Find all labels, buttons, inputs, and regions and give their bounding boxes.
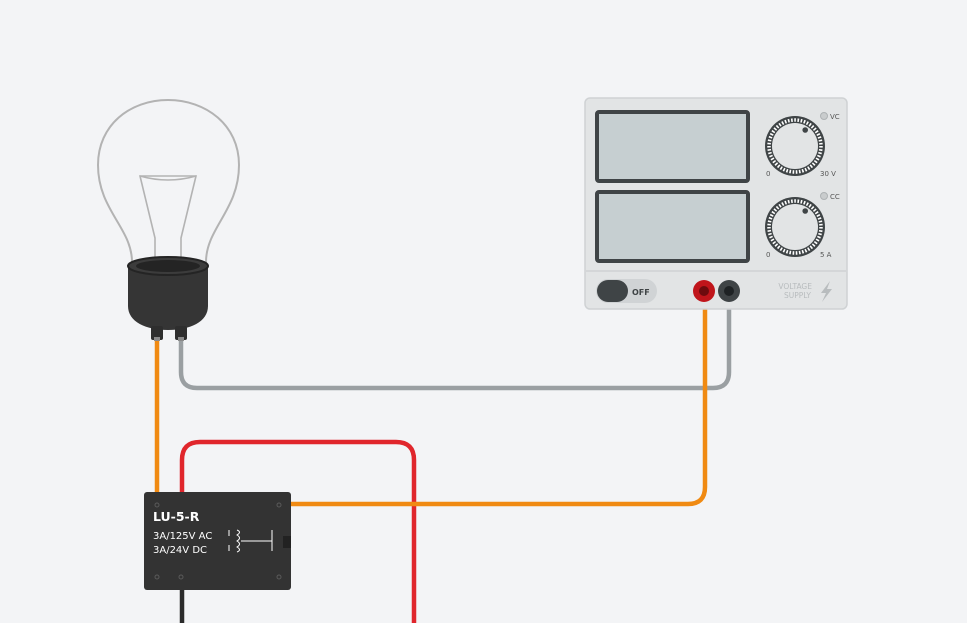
wire-orange-relay-supply[interactable] xyxy=(284,292,708,507)
cc-indicator-led xyxy=(820,192,828,200)
relay-rating-dc: 3A/24V DC xyxy=(153,545,207,556)
power-supply[interactable]: VC CC 0 30 V 0 5 A OFF xyxy=(584,97,848,310)
wire-red[interactable] xyxy=(179,439,417,623)
bulb-glass xyxy=(96,98,241,263)
brand-line-2: SUPPLY xyxy=(784,291,811,300)
cc-indicator-label: CC xyxy=(830,193,840,201)
negative-terminal[interactable] xyxy=(718,280,740,302)
brand-line-1: VOLTAGE xyxy=(778,282,812,291)
voltage-min-label: 0 xyxy=(766,170,770,178)
bulb-filament xyxy=(138,175,198,262)
power-switch[interactable]: OFF xyxy=(596,279,657,303)
voltage-max-label: 30 V xyxy=(820,170,836,178)
bulb-terminal-left[interactable] xyxy=(151,326,163,340)
lightning-icon xyxy=(821,281,832,302)
relay-coil-symbol xyxy=(228,529,273,553)
bulb-socket xyxy=(128,266,208,330)
vc-indicator-led xyxy=(820,112,828,120)
relay[interactable]: LU-5-R 3A/125V AC 3A/24V DC xyxy=(144,492,291,590)
positive-terminal[interactable] xyxy=(693,280,715,302)
voltage-knob[interactable] xyxy=(765,116,825,176)
relay-body xyxy=(144,492,291,590)
current-max-label: 5 A xyxy=(820,251,832,259)
current-knob[interactable] xyxy=(765,197,825,257)
current-min-label: 0 xyxy=(766,251,770,259)
current-display xyxy=(595,190,750,263)
relay-rating-ac: 3A/125V AC xyxy=(153,531,212,542)
bulb-terminal-right[interactable] xyxy=(175,326,187,340)
light-bulb[interactable] xyxy=(96,98,241,341)
wire-gray[interactable] xyxy=(178,292,732,391)
power-switch-label: OFF xyxy=(632,288,650,297)
relay-model: LU-5-R xyxy=(153,509,200,524)
wires xyxy=(154,292,732,623)
vc-indicator-label: VC xyxy=(830,113,840,121)
filament-coil xyxy=(139,175,197,181)
voltage-display xyxy=(595,110,750,183)
